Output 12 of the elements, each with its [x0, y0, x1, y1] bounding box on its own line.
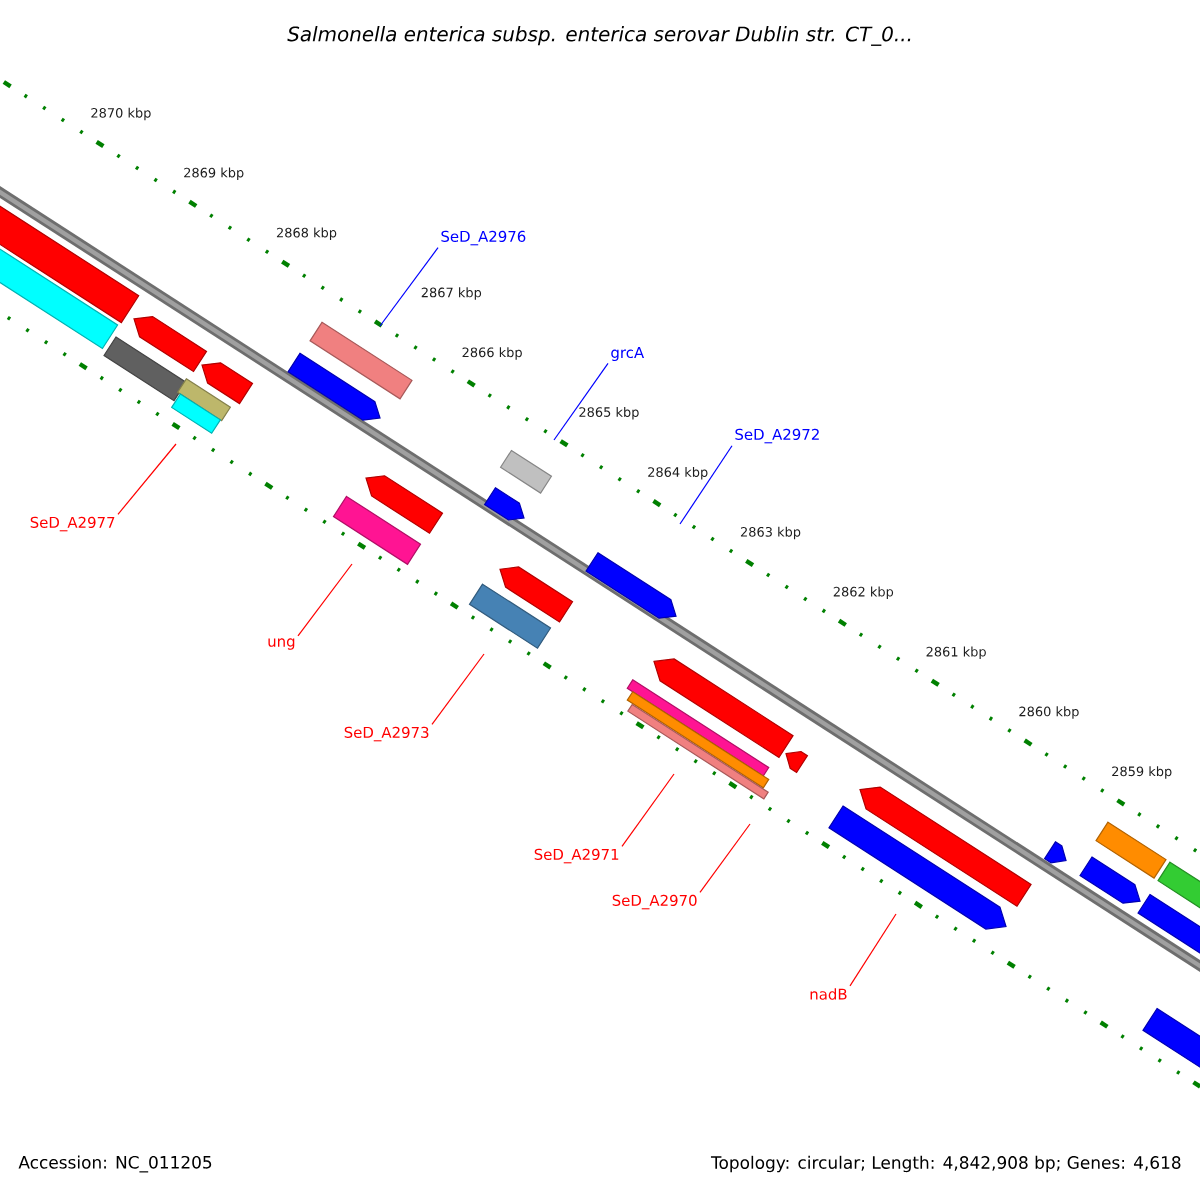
leader-line: [553, 362, 609, 441]
leader-line: [431, 653, 485, 725]
leader-line: [621, 773, 675, 847]
leader-line: [117, 443, 177, 515]
title: Salmonella enterica subsp. enterica serovar Dublin str. CT_0...: [287, 26, 911, 46]
leader-line: [379, 247, 439, 327]
leader-line: [679, 445, 733, 525]
leader-line: [699, 823, 751, 893]
accession-text: Accession: NC_011205: [18, 1155, 212, 1173]
leader-line: [297, 563, 353, 637]
genome-summary-text: Topology: circular; Length: 4,842,908 bp; Genes: 4,618: [710, 1155, 1181, 1173]
leader-line: [849, 913, 897, 987]
